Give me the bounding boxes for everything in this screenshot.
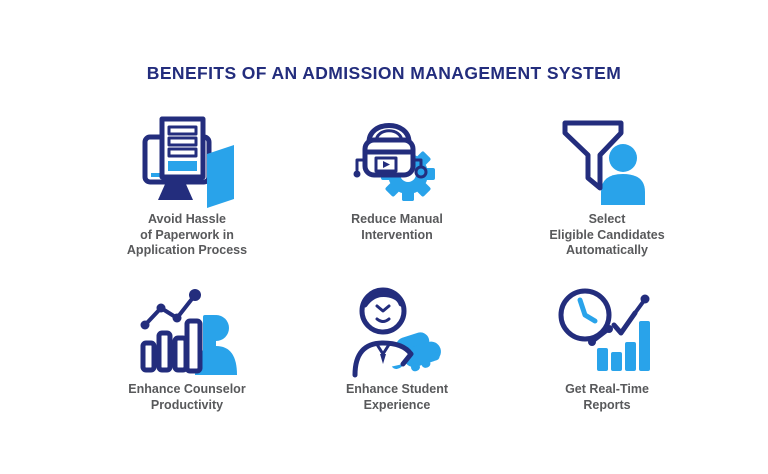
benefit-item-student: Enhance Student Experience <box>292 284 502 454</box>
benefit-item-reports: Get Real-Time Reports <box>502 284 712 454</box>
benefit-item-counselor: Enhance Counselor Productivity <box>82 284 292 454</box>
benefit-label: Select Eligible Candidates Automatically <box>549 212 665 257</box>
benefit-item-candidates: Select Eligible Candidates Automatically <box>502 114 712 284</box>
benefits-grid: Avoid Hassle of Paperwork in Application… <box>82 114 712 454</box>
benefit-item-manual: Reduce Manual Intervention <box>292 114 502 284</box>
funnel-candidate-icon <box>557 114 657 208</box>
benefit-item-paperwork: Avoid Hassle of Paperwork in Application… <box>82 114 292 284</box>
growth-chart-person-icon <box>137 284 237 378</box>
benefit-label: Avoid Hassle of Paperwork in Application… <box>126 212 248 257</box>
benefit-label: Enhance Counselor Productivity <box>128 382 246 412</box>
monitor-document-folder-icon <box>137 114 237 208</box>
infographic-title: BENEFITS OF AN ADMISSION MANAGEMENT SYST… <box>146 63 622 83</box>
benefit-label: Get Real-Time Reports <box>565 382 649 412</box>
student-handshake-icon <box>347 284 447 378</box>
robot-gear-icon <box>347 114 447 208</box>
benefit-label: Reduce Manual Intervention <box>351 212 443 242</box>
clock-bar-chart-icon <box>557 284 657 378</box>
benefit-label: Enhance Student Experience <box>345 382 449 412</box>
